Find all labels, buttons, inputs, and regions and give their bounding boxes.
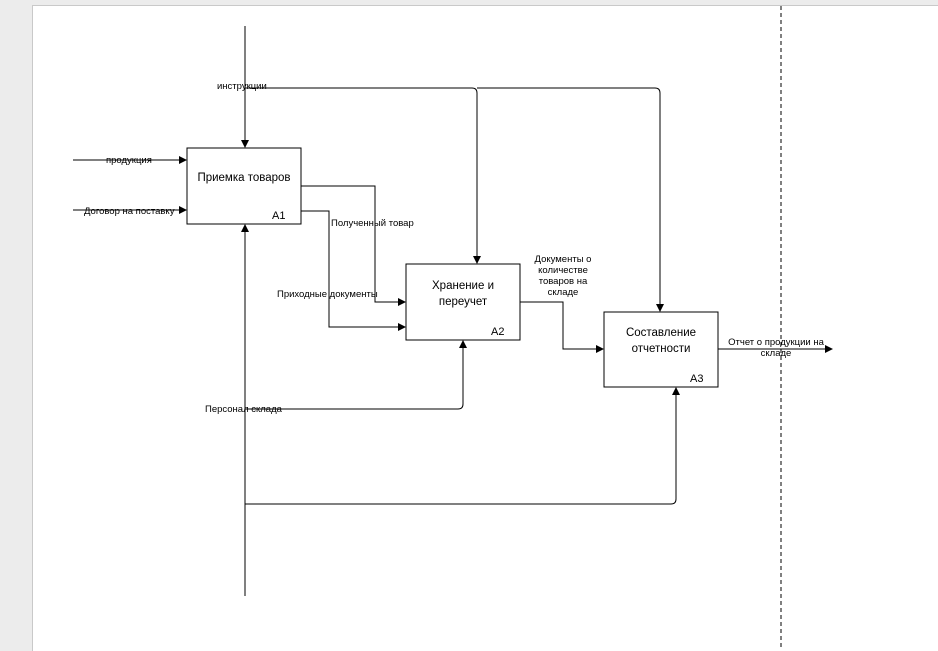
block-a1-title: Приемка товаров	[197, 172, 291, 184]
arrow-instructions-to-a3[interactable]	[477, 87, 664, 312]
block-a3-number: A3	[690, 373, 704, 385]
block-a1[interactable]	[186, 147, 302, 225]
label-instructions: инструкции	[217, 81, 267, 92]
block-a3[interactable]	[603, 311, 719, 388]
label-products: продукция	[106, 155, 152, 166]
block-a1-number: A1	[272, 210, 286, 222]
label-supply-contract: Договор на поставку	[84, 206, 175, 217]
arrow-staff-to-a3[interactable]	[245, 387, 680, 505]
label-report: Отчет о продукции на складе	[728, 337, 824, 359]
arrow-instructions-to-a2[interactable]	[245, 87, 481, 264]
label-stock-docs: Документы о количестве товаров на складе	[534, 254, 592, 298]
block-a3-title: Составление отчетности	[625, 327, 697, 355]
label-warehouse-staff: Персонал склада	[205, 404, 282, 415]
block-a2[interactable]	[405, 263, 521, 341]
arrow-incoming-docs[interactable]	[301, 210, 406, 331]
block-a2-number: A2	[491, 326, 505, 338]
arrow-stock-docs[interactable]	[520, 301, 604, 353]
arrow-staff-to-a2[interactable]	[245, 340, 467, 410]
arrow-received-goods[interactable]	[301, 185, 406, 306]
label-received-goods: Полученный товар	[331, 218, 414, 229]
block-a2-title: Хранение и переучет	[432, 280, 494, 308]
label-incoming-docs: Приходные документы	[277, 289, 378, 300]
